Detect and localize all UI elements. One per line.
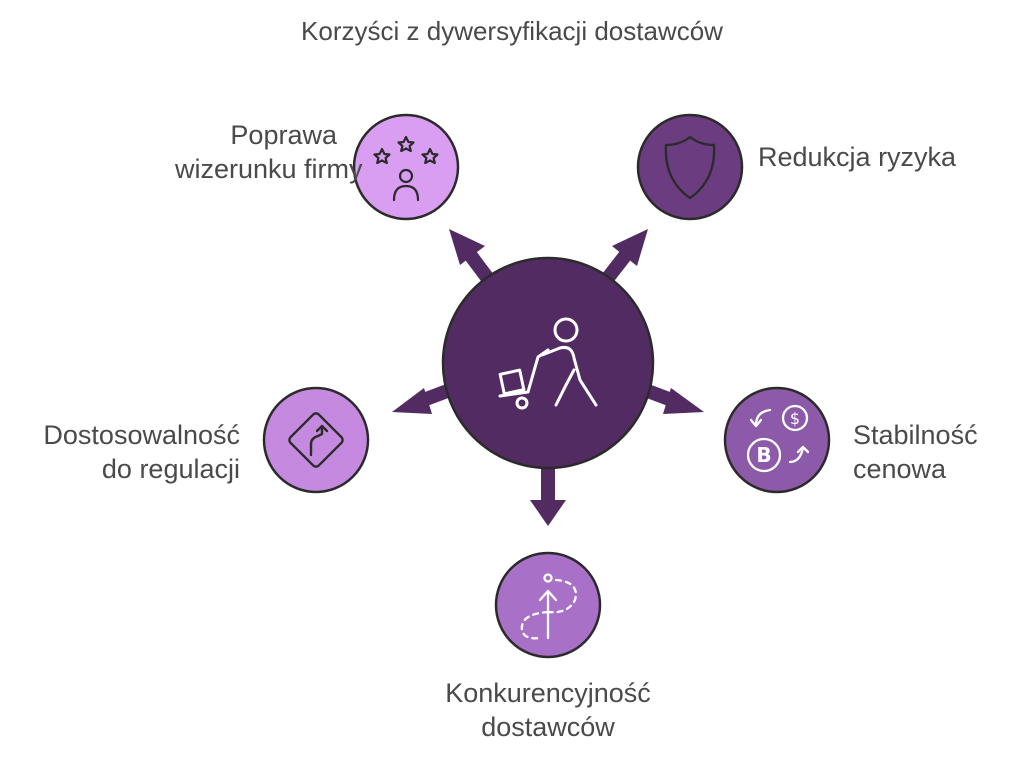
node-reputation-circle [352, 113, 460, 221]
svg-text:$: $ [790, 409, 800, 428]
person-pushing-hand-truck-icon [498, 317, 598, 410]
label-regulation: Dostosowalność do regulacji [18, 418, 240, 486]
node-regulation [262, 386, 370, 494]
node-price: $ B [723, 386, 831, 494]
label-reputation: Poprawa wizerunku firmy [175, 118, 363, 186]
arrowhead-reputation [449, 229, 485, 265]
currency-exchange-icon: $ B [746, 404, 810, 473]
node-risk [636, 113, 744, 221]
road-sign-icon [288, 412, 344, 468]
label-risk-line1: Redukcja ryzyka [758, 142, 957, 172]
label-competition-line1: Konkurencyjność [445, 678, 651, 708]
svg-text:B: B [756, 443, 771, 467]
label-price-line1: Stabilność [853, 420, 978, 450]
label-competition: Konkurencyjność dostawców [400, 676, 696, 744]
node-risk-circle [636, 113, 744, 221]
path-arrow-icon [520, 573, 577, 640]
arrowhead-price [663, 388, 704, 414]
center-circle [441, 256, 655, 470]
label-regulation-line2: do regulacji [101, 454, 240, 484]
label-price-line2: cenowa [853, 454, 947, 484]
arrowhead-competition [530, 500, 566, 526]
label-price: Stabilność cenowa [853, 418, 978, 486]
node-price-circle [723, 386, 831, 494]
label-risk: Redukcja ryzyka [758, 140, 956, 174]
shield-icon [664, 135, 716, 200]
node-reputation [352, 113, 460, 221]
label-reputation-line1: Poprawa [230, 120, 337, 150]
label-regulation-line1: Dostosowalność [43, 420, 240, 450]
label-competition-line2: dostawców [481, 712, 615, 742]
node-competition [494, 551, 602, 659]
center-hub [441, 256, 655, 470]
diagram-title: Korzyści z dywersyfikacji dostawców [301, 16, 723, 46]
arrowhead-regulation [392, 388, 432, 414]
arrowhead-risk [612, 229, 648, 266]
node-regulation-circle [262, 386, 370, 494]
label-reputation-line2: wizerunku firmy [175, 154, 363, 184]
stars-person-icon [373, 135, 439, 202]
